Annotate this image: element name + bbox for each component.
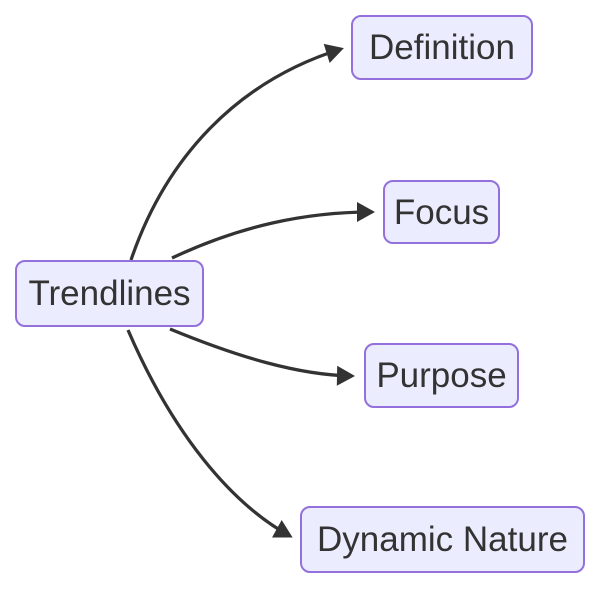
edge-trendlines-focus bbox=[171, 202, 375, 260]
node-definition: Definition bbox=[351, 15, 533, 80]
edge-trendlines-dynamic-nature bbox=[126, 329, 293, 538]
node-dynamic-nature: Dynamic Nature bbox=[300, 506, 585, 573]
edge-trendlines-purpose bbox=[169, 327, 355, 386]
node-purpose: Purpose bbox=[364, 343, 519, 408]
node-focus: Focus bbox=[383, 180, 500, 244]
edge-trendlines-definition bbox=[129, 43, 344, 261]
node-trendlines: Trendlines bbox=[15, 260, 204, 327]
